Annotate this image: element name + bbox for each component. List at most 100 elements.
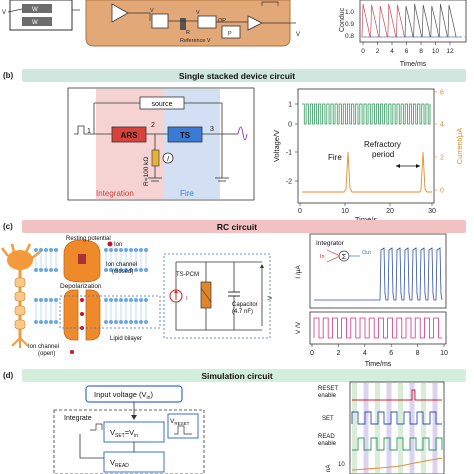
panel-b-x-tick-label: 0	[298, 208, 302, 215]
panel-d: (d) Simulation circuit Input voltage (Vi…	[3, 369, 466, 474]
voltage-pulse-line	[313, 317, 442, 339]
conductance-spike	[404, 5, 414, 38]
lipid-head	[44, 298, 48, 302]
lipid-head	[119, 298, 123, 302]
panel-a-y-tick-label: 0.8	[345, 33, 354, 40]
closed-channel	[34, 239, 148, 283]
current-trace	[302, 151, 432, 193]
ion-channel-closed-label: Ion channel	[106, 262, 137, 268]
conductance-spike	[387, 3, 397, 38]
panel-c-top-plot-frame	[309, 233, 447, 309]
integrate-label: Integrate	[64, 415, 92, 422]
node-2-label: 2	[151, 122, 155, 129]
lipid-head	[49, 268, 53, 272]
timing-traces	[351, 389, 443, 471]
depolarization-label: Depolarization	[60, 283, 102, 290]
rc-circuit-zoom-frame	[163, 253, 271, 339]
ammeter-icon	[162, 152, 174, 164]
reference-label: Reference V	[180, 38, 211, 44]
lipid-head	[134, 248, 138, 252]
lipid-head	[129, 268, 133, 272]
panel-b-y2-tick-label: 0	[440, 188, 444, 195]
lipid-head	[129, 248, 133, 252]
lipid-head	[39, 298, 43, 302]
current-tick-label: 10	[338, 462, 345, 468]
panel-d-chart: RESET enable SET READ enable nA 10	[318, 381, 445, 474]
lipid-head	[139, 268, 143, 272]
lipid-head	[49, 298, 53, 302]
vread-label: VREAD	[110, 458, 129, 469]
vset-equation: VSET=Vin	[110, 428, 138, 439]
lipid-head	[114, 298, 118, 302]
resting-potential-label: Resting potential	[66, 236, 111, 242]
timing-band	[375, 383, 380, 473]
ts-device	[167, 126, 203, 143]
panel-b-y2-label: Current/μA	[455, 128, 464, 164]
integrator-in-label: In	[320, 254, 325, 260]
panel-a-x-tick-label: 0	[361, 48, 365, 55]
vrt-block	[197, 15, 217, 29]
conductance-spike	[421, 4, 431, 38]
period-annotation: period	[372, 150, 394, 159]
panel-a-x-tick-label: 4	[390, 48, 394, 55]
conductance-spike	[396, 4, 405, 38]
lipid-head	[49, 320, 53, 324]
panel-b-tag: (b)	[3, 71, 14, 80]
lipid-head	[39, 320, 43, 324]
lipid-head	[139, 248, 143, 252]
vm-label: V	[150, 8, 154, 14]
panel-d-banner	[22, 369, 466, 382]
panel-b: (b) Single stacked device circuit source…	[3, 69, 466, 224]
panel-c-title: RC circuit	[217, 222, 257, 232]
fire-annotation: Fire	[328, 153, 342, 162]
current-spike-series	[314, 247, 443, 301]
panel-b-x-label: Time/s	[355, 215, 377, 224]
input-voltage-pulses	[313, 317, 442, 339]
conductance-spike	[413, 3, 422, 38]
panel-a-y-tick-label: 1.0	[345, 9, 354, 16]
comparator-opamp	[247, 15, 263, 31]
lipid-head	[134, 268, 138, 272]
lipid-head	[44, 248, 48, 252]
lipid-head	[144, 268, 148, 272]
node-3-label: 3	[210, 126, 214, 133]
panel-a-circuit: V R V OP P Reference V V	[85, 0, 300, 47]
panel-a-x-tick-label: 10	[432, 48, 440, 55]
conductance-spike	[370, 4, 379, 38]
current-unit-label: nA	[326, 465, 332, 472]
panel-c-x-tick-label: 6	[389, 350, 393, 357]
panel-b-x-tick-label: 20	[386, 208, 394, 215]
panel-a-x-tick-label: 6	[405, 48, 409, 55]
lipid-head	[104, 268, 108, 272]
op-label: OP	[218, 18, 226, 24]
lipid-head	[34, 268, 38, 272]
closed-state-label: (closed)	[112, 269, 133, 275]
panel-b-x-tick-label: 10	[341, 208, 349, 215]
ion-dot	[107, 241, 113, 247]
lipid-head	[34, 320, 38, 324]
wb-label: W	[32, 20, 38, 26]
lipid-head	[54, 320, 58, 324]
panel-c-x-tick-label: 8	[416, 350, 420, 357]
lipid-head	[109, 248, 113, 252]
ts-label: TS	[180, 131, 191, 140]
node-1-label: 1	[87, 128, 91, 135]
panel-c-y1-label: I /μA	[295, 265, 302, 279]
lipid-head	[34, 248, 38, 252]
input-voltage-label: Input voltage (Vin)	[94, 390, 153, 401]
timing-band	[409, 383, 415, 473]
panel-b-y-ticks: 10-1-2	[286, 102, 298, 186]
panel-a-x-tick-label: 8	[419, 48, 423, 55]
w-bias-box	[22, 17, 52, 26]
lipid-head	[144, 298, 148, 302]
resistor-label: R=100 kΩ	[143, 157, 150, 186]
neuron-illustration	[1, 243, 41, 348]
read-label: READ	[318, 434, 335, 440]
lipid-head	[109, 268, 113, 272]
vo-label: V	[296, 32, 300, 38]
